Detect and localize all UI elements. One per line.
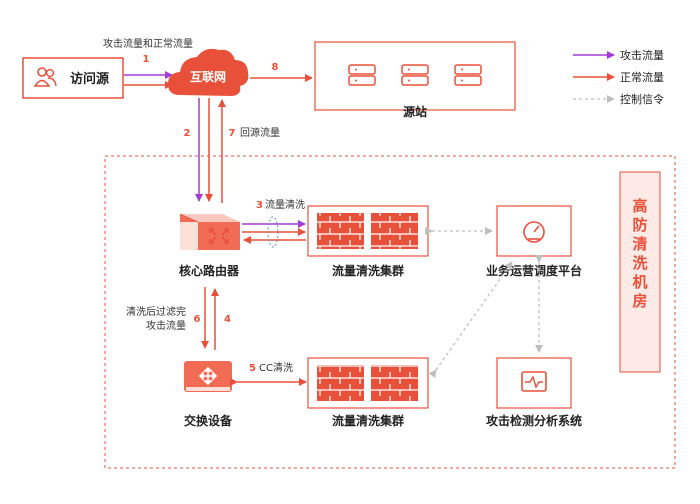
legend-control-label: 控制信令 <box>620 92 664 106</box>
cc-clean-label: CC清洗 <box>259 361 293 374</box>
flow-clean-label: 流量清洗 <box>265 198 305 211</box>
switch-icon <box>184 361 232 392</box>
cleaned-text-line2: 攻击流量 <box>146 319 186 332</box>
cleaned-text-line1: 清洗后过滤完 <box>126 305 186 318</box>
top-flow-label: 攻击流量和正常流量 <box>103 37 193 50</box>
step-number-8: 8 <box>272 62 279 73</box>
router-icon <box>179 213 240 250</box>
region-title-char: 高防清洗机房 <box>632 197 647 310</box>
region-title-panel <box>619 171 661 373</box>
attack-detect-box <box>496 357 572 409</box>
gauge-icon <box>523 221 545 243</box>
legend-attack-label: 攻击流量 <box>620 48 664 62</box>
step-number-7: 7 <box>229 128 236 139</box>
server-icon <box>348 64 376 86</box>
monitor-icon <box>521 371 547 392</box>
cleaning-cluster-1-label: 流量清洗集群 <box>332 263 404 278</box>
tunnel-ellipse <box>267 216 279 248</box>
switch-label: 交换设备 <box>184 413 233 428</box>
firewall-icon <box>317 213 418 249</box>
firewall-icon <box>317 365 418 401</box>
attack-detect-label: 攻击检测分析系统 <box>486 413 582 428</box>
step-number-2: 2 <box>184 128 191 139</box>
step-number-5: 5 <box>249 363 256 374</box>
step-number-1: 1 <box>143 54 150 65</box>
server-icon <box>401 64 429 86</box>
step-number-4: 4 <box>224 314 231 325</box>
visitor-label: 访问源 <box>70 71 109 87</box>
ops-platform-box <box>496 205 572 257</box>
cleaning-cluster-2-label: 流量清洗集群 <box>332 413 404 428</box>
step-number-3: 3 <box>256 200 263 211</box>
step-number-6: 6 <box>194 314 201 325</box>
origin-label: 源站 <box>403 104 427 119</box>
control-cluster2-ops <box>428 261 513 379</box>
internet-label: 互联网 <box>190 70 226 84</box>
visitor-box <box>22 57 124 99</box>
people-icon <box>33 67 57 87</box>
core-router-label: 核心路由器 <box>179 263 240 278</box>
legend-normal-label: 正常流量 <box>620 70 664 84</box>
backflow-label: 回源流量 <box>240 126 280 139</box>
cloud-icon <box>168 48 249 96</box>
server-icon <box>454 64 482 86</box>
ops-platform-label: 业务运营调度平台 <box>486 263 582 278</box>
high-defense-region <box>104 155 676 469</box>
